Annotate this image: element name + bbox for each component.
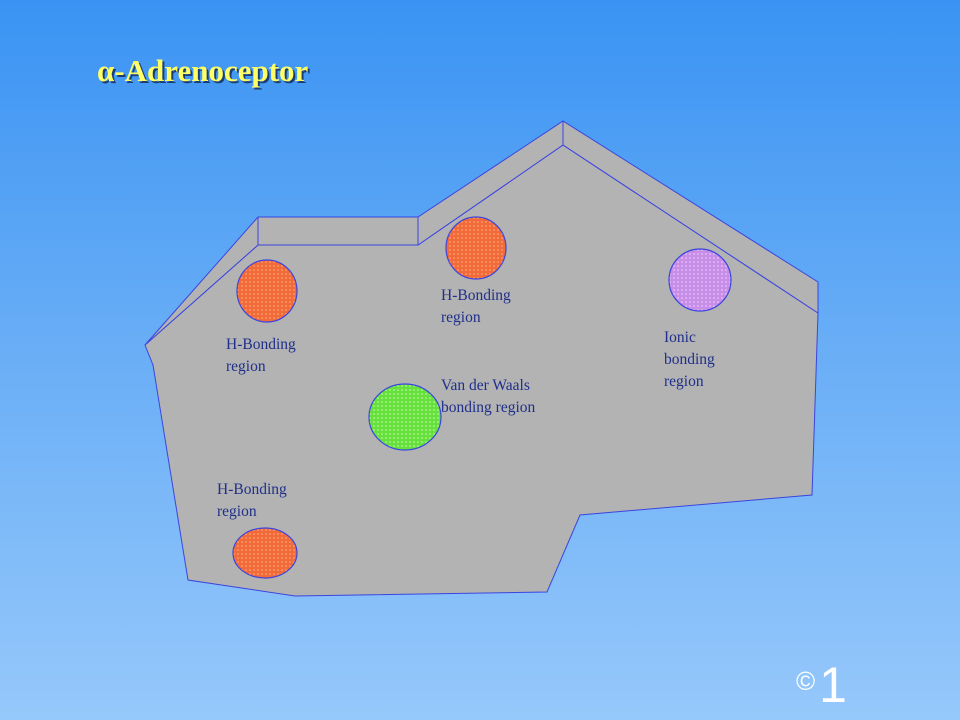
ionic-bonding-region-label: Ionic bonding region: [664, 329, 715, 390]
copyright-mark: ©1: [796, 660, 847, 710]
h-bonding-region-bottom-label: H-Bonding region: [217, 481, 287, 520]
van-der-waals-region-marker: [368, 383, 442, 451]
slide-title: α-Adrenoceptor: [97, 53, 309, 88]
h-bonding-region-left-marker: [236, 259, 298, 323]
van-der-waals-region-label: Van der Waals bonding region: [441, 377, 536, 416]
h-bonding-region-top-label: H-Bonding region: [441, 287, 511, 326]
ionic-bonding-region-marker: [668, 248, 732, 312]
h-bonding-region-bottom-marker: [232, 527, 298, 579]
copyright-number: 1: [819, 657, 847, 713]
h-bonding-region-top-marker: [445, 216, 507, 280]
copyright-symbol: ©: [796, 666, 816, 696]
h-bonding-region-left-label: H-Bonding region: [226, 336, 296, 375]
